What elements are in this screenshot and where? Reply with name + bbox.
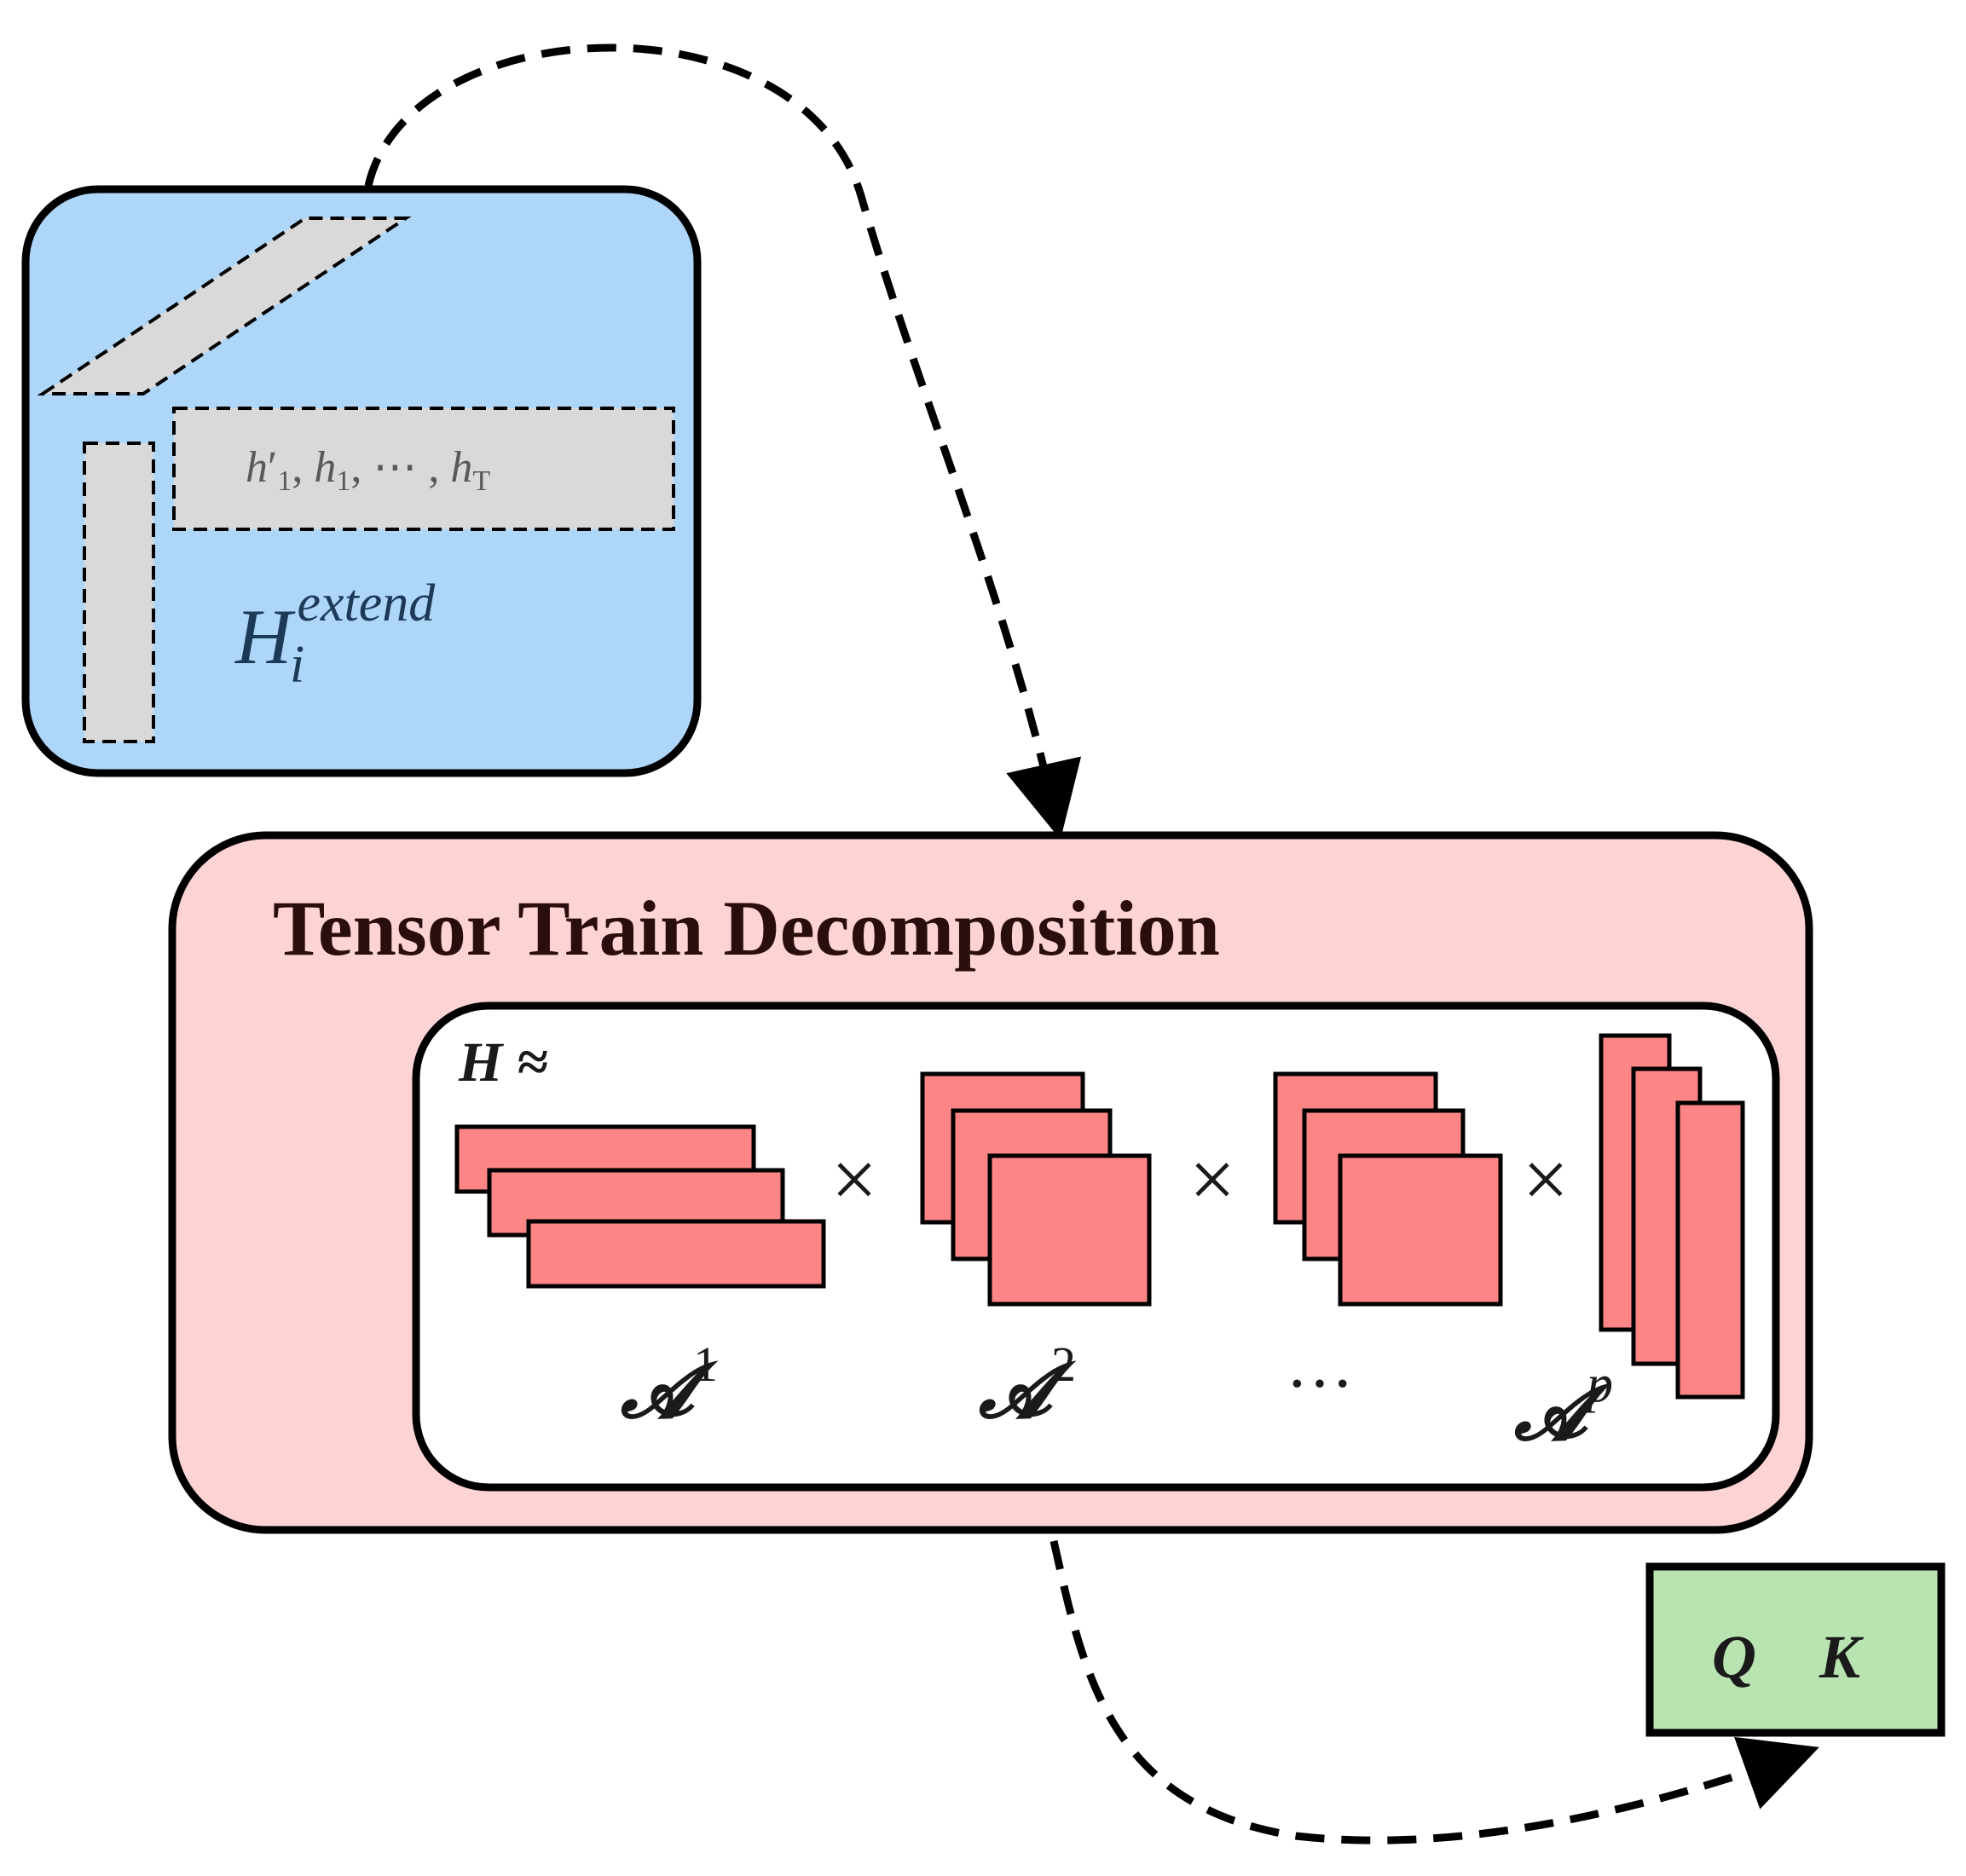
core-a2-slice xyxy=(987,1153,1152,1307)
q-label: Q xyxy=(1712,1623,1756,1691)
core-a1-stack xyxy=(454,1124,826,1289)
times-symbol: × xyxy=(1189,1134,1235,1225)
tensor-name-subscript: i xyxy=(290,636,304,694)
core-middle-slice xyxy=(1338,1153,1503,1307)
sequence-row-strip xyxy=(172,407,675,531)
k-label: K xyxy=(1819,1623,1865,1691)
core-a2-stack xyxy=(920,1071,1152,1307)
top-face-strip xyxy=(37,216,412,395)
decomposition-title: Tensor Train Decomposition xyxy=(273,885,1220,972)
approx-label: H ≈ xyxy=(458,1031,547,1094)
arrow-input-to-decomposition xyxy=(364,43,1082,840)
arrow-decomposition-to-qk xyxy=(1049,1540,1819,1844)
times-symbol: × xyxy=(1523,1134,1569,1225)
times-symbol: × xyxy=(831,1134,877,1225)
decomposition-box: Tensor Train Decomposition H ≈ × × × xyxy=(168,831,1813,1534)
core-ap-stack xyxy=(1599,1033,1745,1400)
side-column-strip xyxy=(83,442,155,743)
tensor-name-label: Hextend xyxy=(234,574,436,680)
qk-output-box: Q K xyxy=(1645,1562,1946,1737)
core-label-ellipsis: ··· xyxy=(1286,1347,1354,1422)
core-a1-slice xyxy=(526,1219,826,1289)
core-middle-stack xyxy=(1273,1071,1503,1307)
core-ap-slice xyxy=(1675,1100,1745,1400)
input-tensor-box: h′1, h1, ⋯ , hT Hextend i xyxy=(21,185,702,777)
sequence-label: h′1, h1, ⋯ , hT xyxy=(246,443,490,497)
qk-output-frame xyxy=(1645,1562,1946,1737)
